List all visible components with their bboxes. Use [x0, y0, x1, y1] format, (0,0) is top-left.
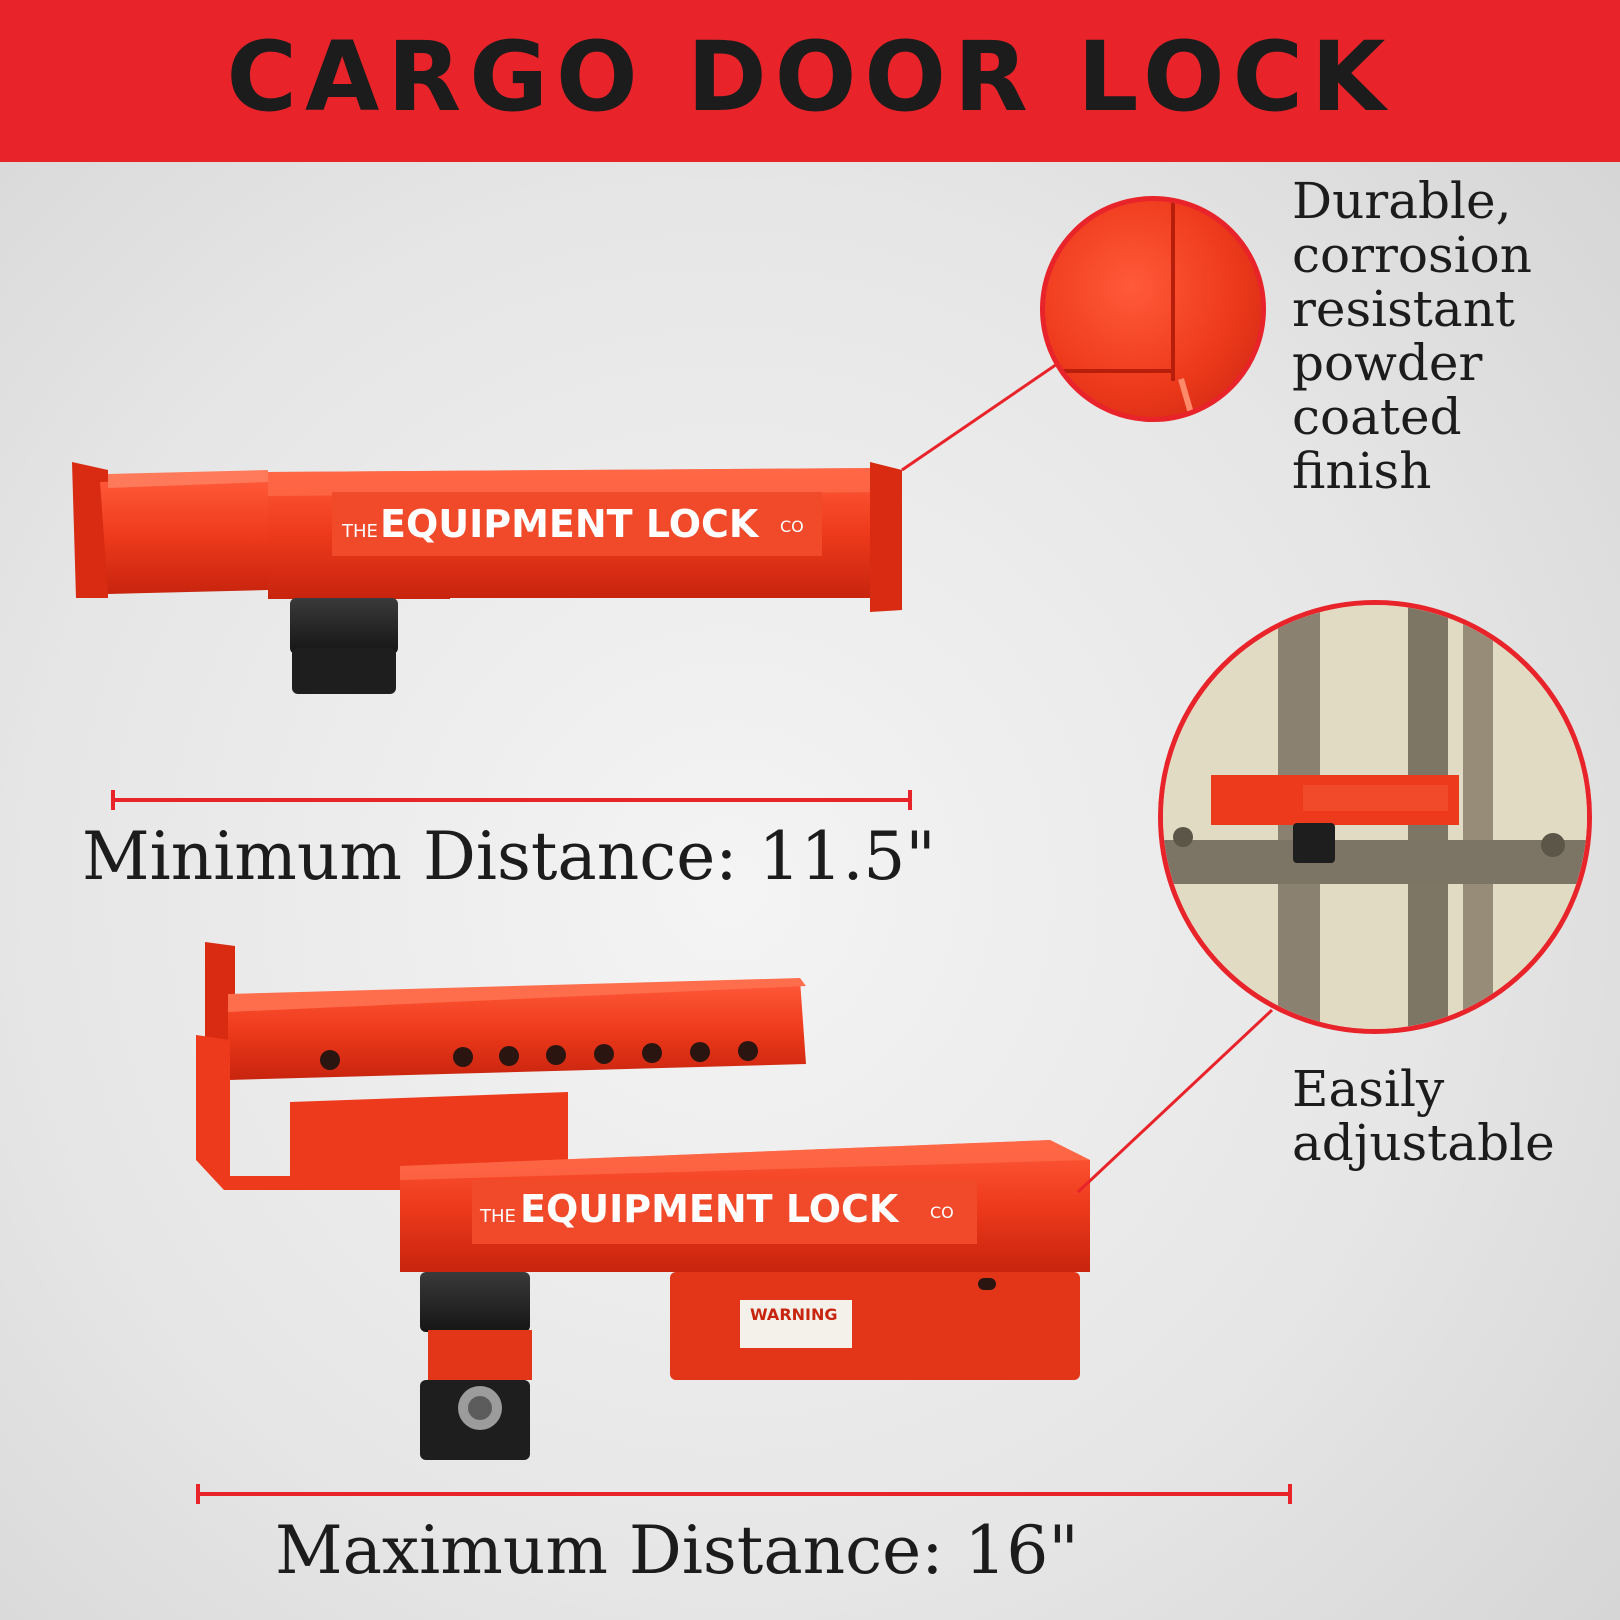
min-brand-small: THE — [341, 521, 378, 542]
finish-line-4: powder — [1292, 334, 1483, 392]
min-distance-bar — [111, 790, 912, 810]
adjustable-line-2: adjustable — [1292, 1114, 1555, 1172]
adjustable-feature-text: Easily adjustable — [1292, 1062, 1555, 1170]
max-brand-small: THE — [479, 1206, 516, 1227]
adjustable-leader-line — [1076, 1008, 1274, 1194]
finish-closeup-callout — [1040, 196, 1266, 422]
installed-callout — [1158, 600, 1592, 1034]
page-title: CARGO DOOR LOCK — [226, 21, 1394, 133]
max-brand-main: EQUIPMENT LOCK — [520, 1187, 900, 1231]
min-brand-main: EQUIPMENT LOCK — [380, 502, 760, 546]
finish-line-5: coated — [1292, 388, 1462, 446]
max-distance-bar — [196, 1484, 1292, 1504]
maximum-distance-label: Maximum Distance: 16" — [275, 1512, 1079, 1589]
minimum-distance-label: Minimum Distance: 11.5" — [82, 818, 936, 895]
finish-feature-text: Durable, corrosion resistant powder coat… — [1292, 174, 1532, 498]
finish-line-2: corrosion — [1292, 226, 1532, 284]
finish-leader-line — [901, 360, 1061, 472]
min-lock-image — [72, 462, 902, 694]
warning-label: WARNING — [750, 1305, 838, 1324]
min-brand-suffix: CO — [780, 517, 804, 536]
adjustable-line-1: Easily — [1292, 1060, 1445, 1118]
finish-line-6: finish — [1292, 442, 1432, 500]
finish-line-1: Durable, — [1292, 172, 1512, 230]
max-lock-image — [196, 942, 1090, 1460]
title-banner: CARGO DOOR LOCK — [0, 0, 1620, 162]
max-brand-suffix: CO — [930, 1203, 954, 1222]
finish-line-3: resistant — [1292, 280, 1515, 338]
